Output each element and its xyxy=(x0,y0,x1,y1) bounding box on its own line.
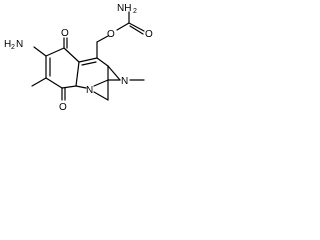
carbamate-carbonyl-o-label: O xyxy=(145,29,153,40)
bond-c9-c8a-double xyxy=(81,61,97,66)
amino-subscript: 2 xyxy=(11,44,15,51)
bond-c5-c4a xyxy=(61,85,77,89)
bond-carbonyl-c-ester-o xyxy=(116,22,130,31)
bond-c1-c2-aziridine xyxy=(107,65,121,81)
bond-c8a-c8 xyxy=(63,47,80,63)
molecule-diagram: NH 2 O O H 2 N O O N N xyxy=(0,0,159,125)
carbamate-nh2-label: NH xyxy=(117,3,131,14)
carbamate-ester-o-label: O xyxy=(107,29,115,40)
carbamate-nh2-subscript: 2 xyxy=(133,8,137,15)
bond-c6-methyl xyxy=(31,77,47,87)
bond-c8a-c4a xyxy=(75,61,80,87)
bond-n4-c3 xyxy=(93,91,109,101)
bond-carbonyl-c-o-double-b xyxy=(129,25,144,35)
bond-ester-o-ch2 xyxy=(96,35,109,43)
amino-h-label: H xyxy=(4,39,11,50)
bond-c9-c8a xyxy=(78,57,98,63)
bond-n4-c4a xyxy=(75,85,87,89)
bond-carbonyl-c-o-double-a xyxy=(128,22,145,32)
amino-n-label: N xyxy=(16,39,23,50)
bond-c9-c9a xyxy=(96,57,109,67)
quinone-bottom-o-label: O xyxy=(59,102,67,113)
pyrrolo-n-label: N xyxy=(86,85,93,96)
bond-c6-c5 xyxy=(45,77,63,89)
aziridine-n-label: N xyxy=(121,76,128,87)
structure-svg: NH 2 O O H 2 N O O N N xyxy=(4,3,153,113)
bond-c8-c7 xyxy=(45,47,65,57)
quinone-top-o-label: O xyxy=(61,28,69,39)
bond-c7-amino xyxy=(33,46,47,57)
bond-c1-n4 xyxy=(93,79,109,87)
